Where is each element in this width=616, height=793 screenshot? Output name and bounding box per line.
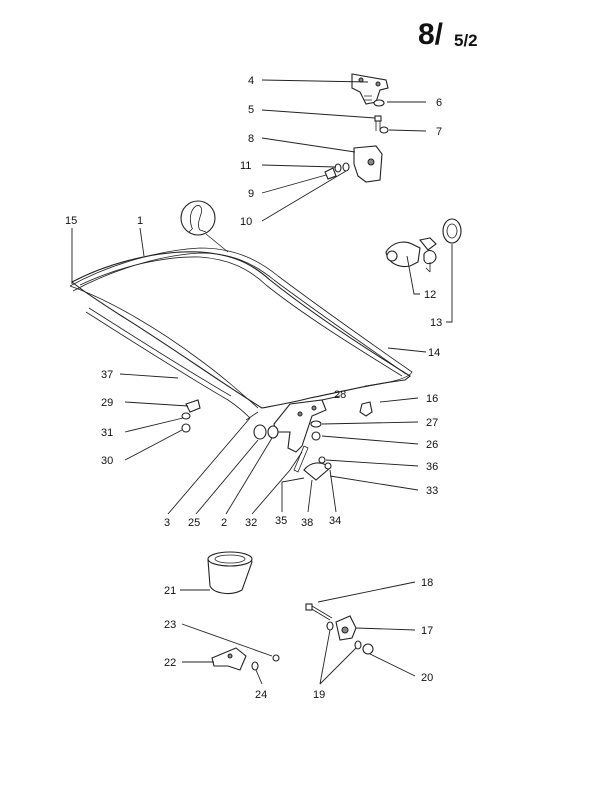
bumper-2-part <box>267 425 279 439</box>
outer-seal-inner-edge <box>72 252 407 375</box>
lock-cylinder-part <box>385 237 437 273</box>
callout-15: 15 <box>65 215 77 227</box>
callout-33: 33 <box>426 485 438 497</box>
ring-gasket-part <box>442 218 462 244</box>
washer-31-part <box>181 412 191 420</box>
callout-12: 12 <box>424 289 436 301</box>
page-title-main: 8/ <box>418 18 444 51</box>
callout-10: 10 <box>240 216 252 228</box>
callout-11: 11 <box>240 160 251 172</box>
callout-1: 1 <box>137 215 143 227</box>
washer-11-part <box>334 163 342 173</box>
washer-7-part <box>379 126 389 134</box>
nut-30-part <box>181 423 191 433</box>
lower-gasket-part <box>85 311 251 419</box>
callout-17: 17 <box>421 625 433 637</box>
callout-38: 38 <box>301 517 313 529</box>
callout-8: 8 <box>248 133 254 145</box>
callout-18: 18 <box>421 577 433 589</box>
callout-9: 9 <box>248 188 254 200</box>
page-title-sub: 5/2 <box>454 31 478 50</box>
callout-25: 25 <box>188 517 200 529</box>
nut-10-part <box>342 162 350 172</box>
callout-23: 23 <box>164 619 176 631</box>
callout-30: 30 <box>101 455 113 467</box>
handle-22-part <box>211 647 247 671</box>
outer-seal-part <box>69 247 413 387</box>
callout-27: 27 <box>426 417 438 429</box>
hinge-bracket-part <box>351 73 389 105</box>
rod-35-part <box>293 445 309 473</box>
callout-16: 16 <box>426 393 438 405</box>
screw-9-part <box>324 167 337 180</box>
callout-35: 35 <box>275 515 287 527</box>
nut-20-part <box>362 643 374 655</box>
callout-7: 7 <box>436 126 442 138</box>
bolt-26-part <box>311 431 321 441</box>
grommet-16-part <box>359 401 373 417</box>
callout-32: 32 <box>245 517 257 529</box>
lock-body-part <box>353 145 383 183</box>
leader-lines <box>71 79 453 685</box>
latch-17-part <box>335 615 357 641</box>
handle-recess-part <box>207 551 253 595</box>
washer-34-part <box>324 462 332 470</box>
bolt-5-part <box>374 115 382 131</box>
buffer-25-part <box>253 424 267 440</box>
callout-21: 21 <box>164 585 176 597</box>
callout-19: 19 <box>313 689 325 701</box>
trunk-lid-part <box>71 251 411 409</box>
callout-26: 26 <box>426 439 438 451</box>
front-seal-strip-part <box>69 285 259 409</box>
callout-24: 24 <box>255 689 267 701</box>
lower-gasket-edge <box>88 307 232 397</box>
callout-5: 5 <box>248 104 254 116</box>
callout-34: 34 <box>329 515 341 527</box>
screw-23-part <box>272 654 280 662</box>
washer-19a-part <box>326 621 334 631</box>
callout-22: 22 <box>164 657 176 669</box>
clip-29-part <box>185 399 201 413</box>
washer-19b-part <box>354 640 362 650</box>
callout-14: 14 <box>428 347 440 359</box>
callout-6: 6 <box>436 97 442 109</box>
callout-4: 4 <box>248 75 254 87</box>
washer-24-part <box>251 661 259 671</box>
callout-36: 36 <box>426 461 438 473</box>
pin-3-part <box>245 411 259 421</box>
callout-31: 31 <box>101 427 113 439</box>
sealant-tube-icon <box>180 200 229 253</box>
callout-13: 13 <box>430 317 442 329</box>
washer-27-part <box>310 420 322 428</box>
bolt-18-part <box>305 603 333 621</box>
washer-6-part <box>373 99 385 107</box>
callout-3: 3 <box>164 517 170 529</box>
callout-29: 29 <box>101 397 113 409</box>
callout-20: 20 <box>421 672 433 684</box>
callout-2: 2 <box>221 517 227 529</box>
nut-36-part <box>318 456 326 464</box>
callout-37: 37 <box>101 369 113 381</box>
callout-28: 28 <box>334 389 346 401</box>
